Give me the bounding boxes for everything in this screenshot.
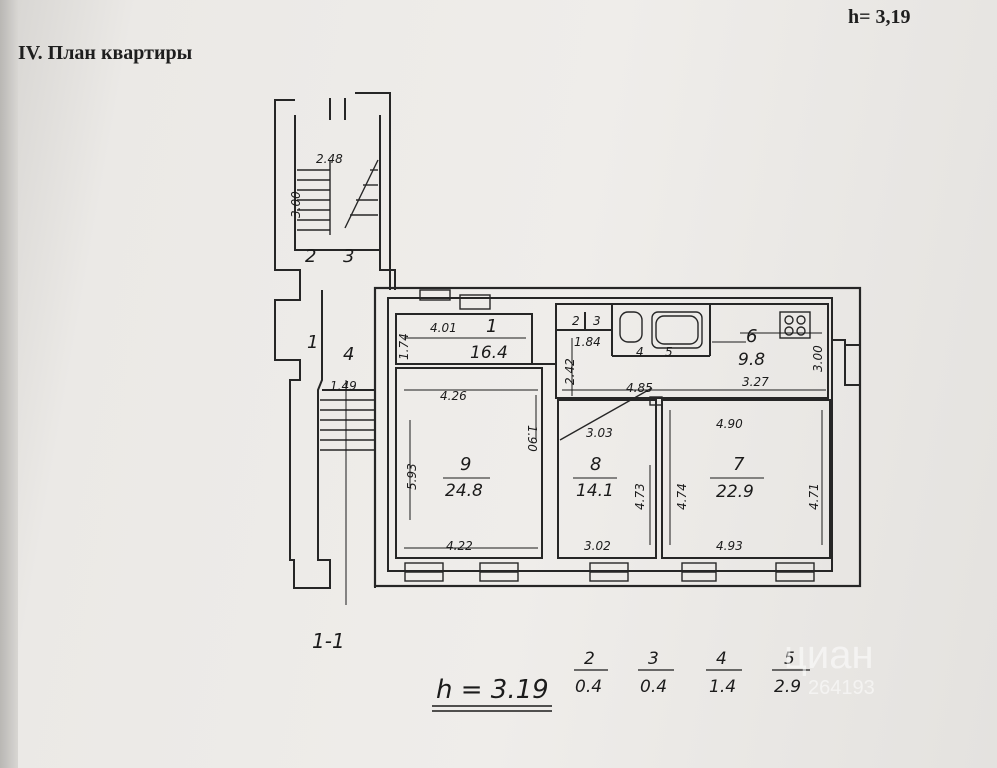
room-7-bottom: 4.93: [716, 539, 743, 553]
room-9-bottom: 4.22: [446, 539, 473, 553]
wc-width: 1.84: [574, 335, 601, 349]
room-6-width: 3.27: [742, 375, 769, 389]
legend-room-5-number: 5: [784, 649, 795, 669]
room-9-left: 5.93: [405, 463, 419, 490]
room-1-depth: 1.74: [397, 333, 411, 360]
legend-room-4-number: 4: [716, 649, 727, 669]
legend-room-5-area: 2.9: [774, 677, 801, 697]
stair-steps: [297, 159, 379, 451]
room-9-top: 4.26: [440, 389, 467, 403]
room-1-number: 1: [486, 316, 497, 337]
room-6-area: 9.8: [738, 350, 765, 370]
room-1-area: 16.4: [470, 343, 508, 363]
stair-room-4: 4: [343, 344, 354, 365]
room-1-width: 4.01: [430, 321, 457, 335]
room-7-area: 22.9: [716, 482, 754, 502]
legend-room-2-number: 2: [584, 649, 595, 669]
wc-room-a: 2: [572, 314, 580, 328]
paper-fold-shadow: [0, 0, 18, 768]
document-title: IV. План квартиры: [18, 42, 193, 64]
stair-room-1: 1: [307, 332, 318, 353]
section-label: 1-1: [312, 629, 345, 653]
room-6-number: 6: [746, 326, 757, 347]
legend-height-label: h = 3.19: [436, 675, 549, 705]
document-ceiling-height: h= 3,19: [848, 6, 911, 28]
plan-walls: [274, 92, 862, 589]
legend-room-2-area: 0.4: [575, 677, 602, 697]
toilet-icon: [619, 311, 643, 343]
watermark-brand: циан: [784, 633, 874, 677]
stove-icon: [779, 311, 811, 339]
plan-windows: [404, 289, 815, 582]
room-8-number: 8: [590, 454, 601, 475]
room-8-side: 4.73: [633, 483, 647, 510]
stair-depth-label: 3.00: [289, 191, 303, 218]
room-8-top: 3.03: [586, 426, 613, 440]
room-7-right: 4.71: [807, 483, 821, 510]
bath-room-b: 5: [665, 345, 673, 359]
wc-room-b: 3: [593, 314, 601, 328]
wc-depth: 2.42: [563, 358, 577, 385]
room-9-number: 9: [460, 454, 471, 475]
stair-landing-label: 1.49: [330, 379, 357, 393]
room-7-top: 4.90: [716, 417, 743, 431]
stair-room-3: 3: [343, 246, 354, 267]
dimension-lines: [345, 332, 826, 605]
plan-fixtures: [559, 311, 811, 441]
legend-room-3-area: 0.4: [640, 677, 667, 697]
bathtub-icon: [651, 311, 703, 349]
room-9-right: 1.90: [525, 425, 539, 452]
room-6-depth: 3.00: [811, 345, 825, 372]
watermark: циан 264193: [784, 633, 875, 699]
bath-room-a: 4: [636, 345, 644, 359]
room-7-left: 4.74: [675, 483, 689, 510]
legend-room-4-area: 1.4: [709, 677, 736, 697]
stair-room-2: 2: [305, 246, 316, 267]
room-9-area: 24.8: [445, 481, 483, 501]
corridor-width: 4.85: [626, 381, 653, 395]
stair-width-label: 2.48: [316, 152, 343, 166]
room-8-bottom: 3.02: [584, 539, 611, 553]
room-7-number: 7: [733, 454, 745, 475]
room-8-area: 14.1: [576, 481, 614, 501]
legend-small-rooms: 2 0.4 3 0.4 4 1.4 5 2.9: [574, 649, 810, 697]
watermark-code: 264193: [808, 677, 875, 699]
legend-room-3-number: 3: [648, 649, 659, 669]
